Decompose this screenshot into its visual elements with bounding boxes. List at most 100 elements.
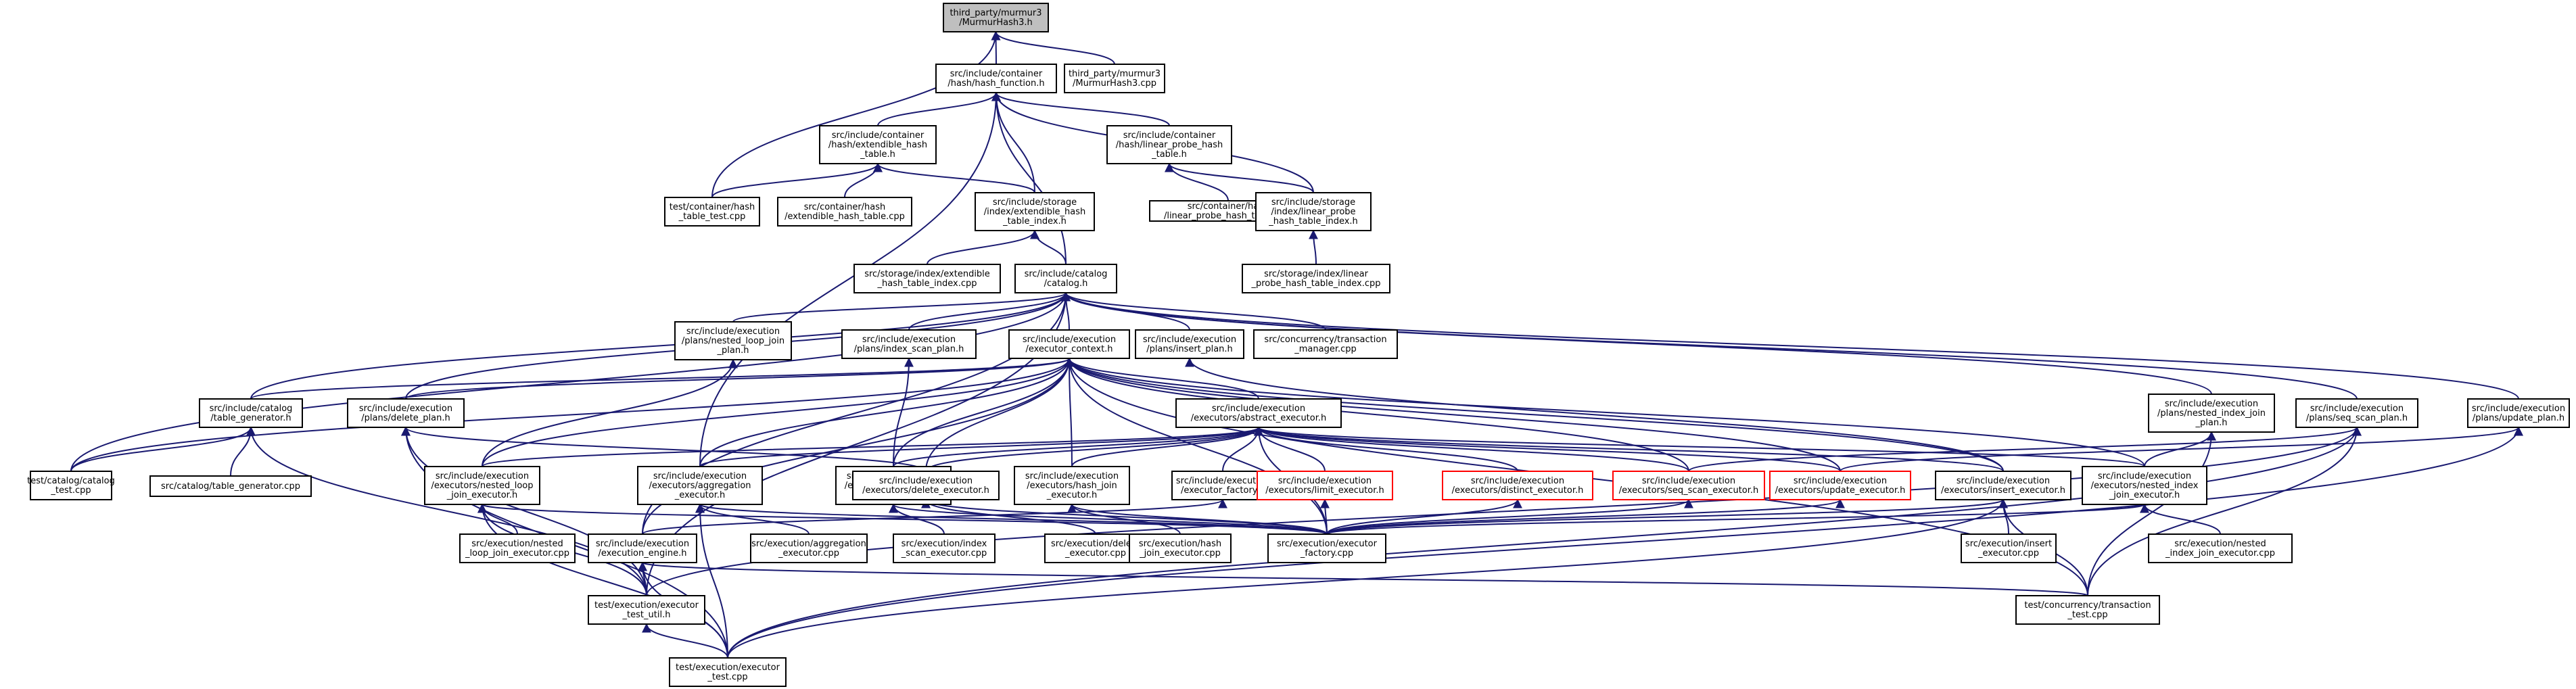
graph-node-hashfn[interactable]: src/include/container/hash/hash_function… [935,64,1057,93]
node-box [935,64,1057,93]
graph-node-seqplan[interactable]: src/include/execution/plans/seq_scan_pla… [2295,398,2418,428]
dependency-edge-tgenh-to-execctx [250,357,1074,400]
dependency-edge-insexec-to-absexec [1254,426,2004,472]
graph-node-execctx[interactable]: src/include/execution/executor_context.h [1008,329,1130,359]
dependency-edge-execfaccpp-to-hjexec [1067,503,1328,535]
dependency-edge-cattest-to-catalogh [70,291,1071,472]
node-box [674,321,792,360]
node-label-line: src/include/catalog [1025,269,1108,279]
node-box [750,533,868,563]
graph-node-tgenh[interactable]: src/include/catalog/table_generator.h [199,398,303,428]
node-label-line: src/include/execution [1794,476,1887,486]
graph-node-limexec[interactable]: src/include/execution/executors/limit_ex… [1257,471,1393,500]
graph-node-distexec[interactable]: src/include/execution/executors/distinct… [1442,471,1593,500]
node-label-line: src/include/execution [1471,476,1564,486]
graph-node-aggcpp[interactable]: src/execution/aggregation_executor.cpp [750,533,868,563]
node-box [30,471,112,500]
graph-node-extidxcpp[interactable]: src/storage/index/extendible_hash_table_… [853,264,1001,293]
node-label-line: _executor.cpp [1977,548,2039,559]
node-label-line: src/concurrency/transaction [1264,335,1386,345]
node-label-line: /executors/insert_executor.h [1941,485,2065,496]
node-label-line: src/storage/index/linear [1264,269,1368,279]
dependency-edge-execfaccpp-to-aggexec [695,503,1328,535]
node-box [1014,264,1117,293]
node-box [1442,471,1593,500]
dependency-edge-updplan-to-catalogh [1061,291,2519,400]
graph-node-cattest[interactable]: test/catalog/catalog_test.cpp [27,471,115,500]
graph-node-testutil[interactable]: test/execution/executor_test_util.h [588,595,705,625]
graph-node-linidxcpp[interactable]: src/storage/index/linear_probe_hash_tabl… [1242,264,1390,293]
node-label-line: src/include/execution [2472,404,2565,414]
graph-node-exectest[interactable]: test/execution/executor_test.cpp [669,657,787,687]
node-label-line: _manager.cpp [1294,344,1357,354]
dependency-edge-cattest-to-execctx [70,357,1074,472]
dependency-edge-insexec-to-execctx [1064,357,2004,472]
graph-node-execfaccpp[interactable]: src/execution/executor_factory.cpp [1267,533,1386,563]
node-label-line: /executors/limit_executor.h [1265,485,1384,496]
graph-node-txntest[interactable]: test/concurrency/transaction_test.cpp [2015,595,2160,625]
graph-node-idxscanplan[interactable]: src/include/execution/plans/index_scan_p… [841,329,977,359]
graph-node-idxscancpp[interactable]: src/execution/index_scan_executor.cpp [893,533,996,563]
node-label-line: src/execution/executor [1277,539,1378,549]
node-box [2015,595,2160,625]
node-box [975,192,1095,231]
graph-node-extidxh[interactable]: src/include/storage/index/extendible_has… [975,192,1095,231]
graph-node-updexec[interactable]: src/include/execution/executors/update_e… [1769,471,1911,500]
node-label-line: src/include/execution [653,471,747,481]
graph-node-nljcpp[interactable]: src/execution/nested_loop_join_executor.… [459,533,576,563]
graph-node-extcpp[interactable]: src/container/hash/extendible_hash_table… [777,197,912,227]
node-label-line: test/execution/executor [594,600,699,611]
dependency-edge-nijcpp-to-nijexec [2140,503,2221,535]
graph-node-engine[interactable]: src/include/execution/execution_engine.h [588,533,697,563]
graph-node-hjexec[interactable]: src/include/execution/executors/hash_joi… [1014,466,1130,505]
node-box [669,657,787,687]
graph-node-insexec[interactable]: src/include/execution/executors/insert_e… [1935,471,2071,500]
graph-node-nljplan[interactable]: src/include/execution/plans/nested_loop_… [674,321,792,360]
graph-node-linidxh[interactable]: src/include/storage/index/linear_probe_h… [1255,192,1372,231]
dependency-edge-execfaccpp-to-nijexec [1326,503,2149,535]
graph-node-updplan[interactable]: src/include/execution/plans/update_plan.… [2467,398,2570,428]
graph-node-seqexec[interactable]: src/include/execution/executors/seq_scan… [1612,471,1765,500]
dependency-edge-nljexec-to-nljplan [482,358,738,467]
node-label-line: _factory.cpp [1300,548,1353,559]
dependency-edge-idxscanexec-to-execctx [893,357,1074,467]
graph-node-delplan[interactable]: src/include/execution/plans/delete_plan.… [347,398,465,428]
node-label-line: src/include/container [950,69,1043,79]
node-label-line: _table.h [1151,149,1187,160]
graph-node-mh3cpp[interactable]: third_party/murmur3/MurmurHash3.cpp [1064,64,1165,93]
node-box [347,398,465,428]
dependency-edge-execfaccpp-to-idxscanexec [889,503,1328,535]
graph-node-nijplan[interactable]: src/include/execution/plans/nested_index… [2148,394,2275,433]
graph-node-tgencpp[interactable]: src/catalog/table_generator.cpp [149,475,312,497]
graph-node-inscpp[interactable]: src/execution/insert_executor.cpp [1961,533,2057,563]
graph-node-nijcpp[interactable]: src/execution/nested_index_join_executor… [2148,533,2293,563]
node-label-line: /executor_factory.h [1181,485,1265,496]
graph-node-httest[interactable]: test/container/hash_table_test.cpp [664,197,760,227]
graph-node-nijexec[interactable]: src/include/execution/executors/nested_i… [2082,466,2207,505]
node-label-line: _plan.h [717,346,749,356]
node-box [664,197,760,227]
dependency-edge-updexec-to-absexec [1254,426,1841,472]
dependency-edge-extidxh-to-exth [873,162,1035,193]
graph-node-mh3h[interactable]: third_party/murmur3/MurmurHash3.h [943,3,1049,32]
node-label-line: src/include/execution [1023,335,1116,345]
node-label-line: src/include/execution [2310,404,2404,414]
graph-node-execfac[interactable]: src/include/execution/executor_factory.h [1171,471,1274,500]
graph-node-exth[interactable]: src/include/container/hash/extendible_ha… [819,125,937,164]
graph-node-insplan[interactable]: src/include/execution/plans/insert_plan.… [1135,329,1244,359]
node-label-line: /executors/hash_join [1027,481,1117,491]
graph-node-absexec[interactable]: src/include/execution/executors/abstract… [1175,398,1342,428]
node-box [1267,533,1386,563]
graph-node-linh[interactable]: src/include/container/hash/linear_probe_… [1106,125,1232,164]
node-label-line: src/catalog/table_generator.cpp [161,481,300,492]
graph-node-nljexec[interactable]: src/include/execution/executors/nested_l… [424,466,540,505]
graph-node-aggexec[interactable]: src/include/execution/executors/aggregat… [637,466,763,505]
dependency-edge-nljexec-to-absexec [482,426,1263,467]
graph-node-delexec[interactable]: src/include/execution/executors/delete_e… [852,471,1000,500]
graph-node-txnmgr[interactable]: src/concurrency/transaction_manager.cpp [1253,329,1398,359]
graph-node-catalogh[interactable]: src/include/catalog/catalog.h [1014,264,1117,293]
node-box [1242,264,1390,293]
node-box [1253,329,1398,359]
graph-node-hjcpp[interactable]: src/execution/hash_join_executor.cpp [1129,533,1232,563]
node-label-line: _probe_hash_table_index.cpp [1250,279,1380,289]
